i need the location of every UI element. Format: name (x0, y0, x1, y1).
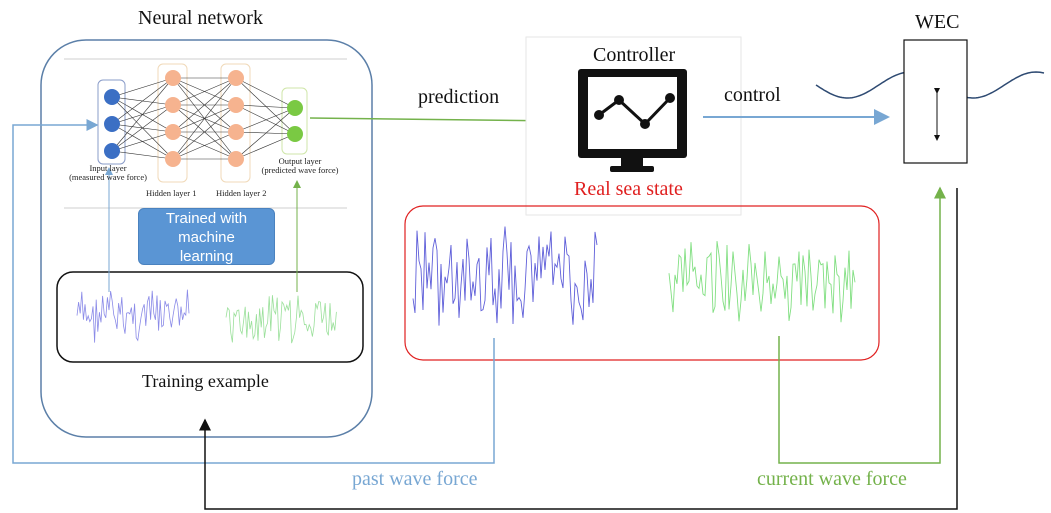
wec-title: WEC (915, 11, 960, 33)
output-node (287, 100, 303, 116)
nn-edge (172, 131, 237, 160)
trained-box-line2: machine (178, 229, 235, 246)
nn-edge (111, 150, 174, 160)
input-node (104, 89, 120, 105)
nn-edge (235, 107, 296, 160)
nn-edge (235, 107, 296, 133)
nn-edge (235, 77, 296, 135)
hidden1-node (165, 151, 181, 167)
input-node (104, 143, 120, 159)
trained-box-line1: Trained with (165, 210, 248, 227)
nn-connections (111, 77, 296, 160)
real-past-signal (412, 226, 598, 326)
training-current-signal (225, 295, 337, 344)
nn-edge (111, 131, 174, 152)
output-layer-label-line1: Output layer (278, 156, 322, 166)
training-example-label: Training example (142, 371, 269, 391)
training-past-signal (76, 289, 190, 343)
nn-edge (111, 77, 174, 125)
output-node (287, 126, 303, 142)
hidden-layer-1-label: Hidden layer 1 (146, 188, 197, 198)
output-layer-label-line2: (predicted wave force) (261, 165, 339, 176)
monitor-icon (578, 69, 687, 172)
nn-edge (172, 104, 237, 160)
nn-edge (235, 104, 296, 109)
hidden-layer-1-box (157, 63, 188, 183)
nn-edge (172, 77, 237, 106)
prediction-arrow (309, 114, 564, 127)
hidden-layer-2-box (220, 63, 251, 183)
wec-box (903, 39, 968, 164)
real-sea-state-label: Real sea state (574, 178, 683, 200)
wec-feedback-path (199, 188, 958, 510)
trained-with-ml-box: Trained with machine learning (138, 208, 275, 265)
nn-edge (235, 104, 296, 135)
input-layer-label: Input layer (measured wave force) (63, 163, 153, 183)
nn-edge (235, 77, 296, 109)
nn-edge (111, 77, 174, 98)
input-layer-label-line1: Input layer (89, 163, 127, 173)
real-current-signal (668, 241, 856, 323)
nn-nodes (104, 70, 303, 167)
past-wave-force-label: past wave force (352, 468, 478, 490)
training-example-box (56, 271, 364, 363)
hidden2-node (228, 70, 244, 86)
input-layer-label-line2: (measured wave force) (69, 172, 147, 183)
nn-edge (235, 133, 296, 160)
prediction-label: prediction (418, 86, 500, 108)
hidden2-node (228, 124, 244, 140)
hidden1-node (165, 97, 181, 113)
neural-network-panel (40, 39, 373, 438)
hidden1-node (165, 70, 181, 86)
hidden2-node (228, 97, 244, 113)
nn-edge (172, 77, 237, 160)
input-node (104, 116, 120, 132)
control-label: control (724, 84, 781, 106)
controller-title: Controller (593, 44, 676, 66)
output-layer-label: Output layer (predicted wave force) (260, 156, 340, 176)
nn-edge (235, 131, 296, 135)
hidden2-node (228, 151, 244, 167)
real-sea-state-box (404, 205, 880, 361)
output-layer-box (281, 87, 308, 155)
hidden1-node (165, 124, 181, 140)
nn-edge (172, 77, 237, 133)
nn-edge (111, 77, 174, 152)
neural-network-title: Neural network (138, 7, 263, 29)
nn-edge (111, 104, 174, 152)
past-wave-force-path (12, 119, 495, 464)
current-wave-force-path (778, 186, 946, 464)
current-wave-force-label: current wave force (757, 468, 907, 490)
trained-box-line3: learning (179, 248, 234, 265)
hidden-layer-2-label: Hidden layer 2 (216, 188, 267, 198)
